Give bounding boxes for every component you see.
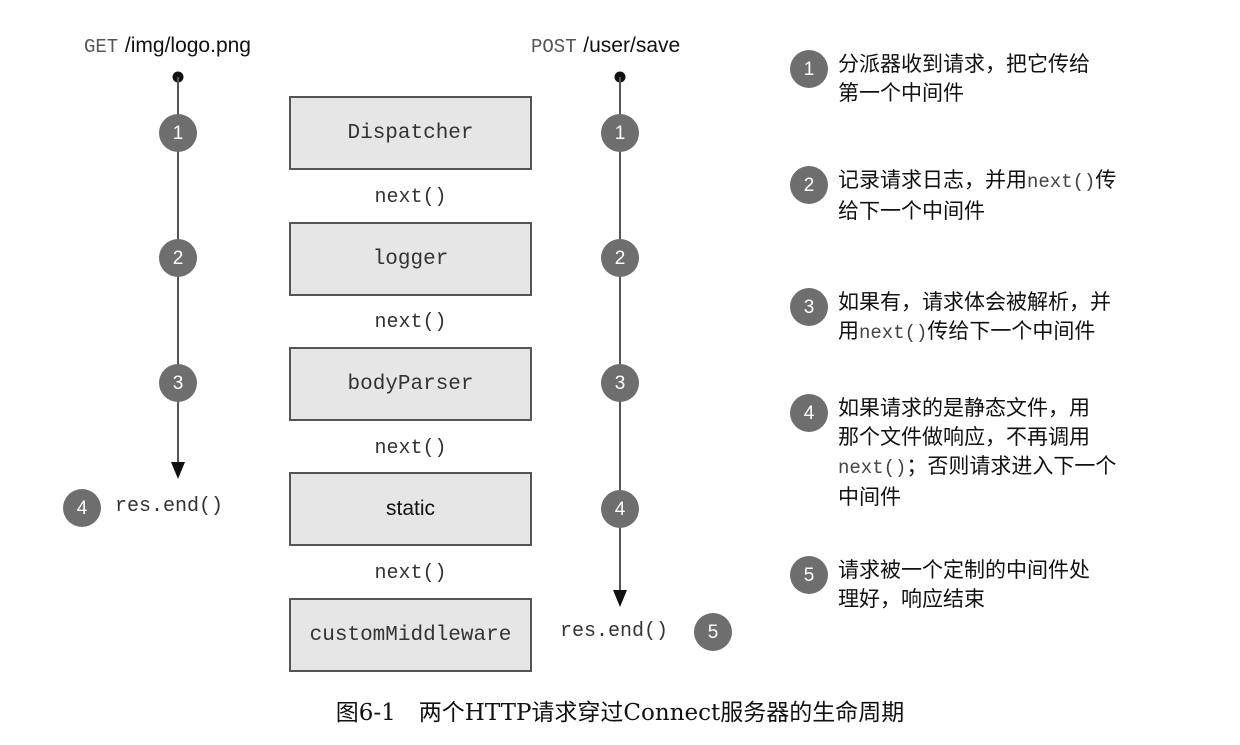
explanation-3-line-2: 用next()传给下一个中间件 [838,317,1210,348]
post-method: POST [531,36,577,58]
get-step-badge-3: 3 [159,364,197,402]
next-call-4: next() [374,562,447,585]
explanation-badge-2: 2 [790,166,828,204]
explanation-4-text-b: ；否则请求进入下一个 [906,454,1117,478]
middleware-bodyparser: bodyParser [289,347,532,421]
explanation-text-2: 记录请求日志，并用next()传 给下一个中间件 [838,166,1210,226]
explanation-badge-1: 1 [790,50,828,88]
explanation-1-line-2: 第一个中间件 [838,81,964,105]
figure-caption: 图6-1 两个HTTP请求穿过Connect服务器的生命周期 [335,700,905,726]
explanation-2-line-2: 给下一个中间件 [838,199,985,223]
explanation-2-text-a: 记录请求日志，并用 [838,168,1027,192]
get-end-badge: 4 [63,489,101,527]
next-call-2: next() [374,311,447,334]
explanation-4-line-1: 如果请求的是静态文件，用 [838,396,1090,420]
explanation-5-line-1: 请求被一个定制的中间件处 [838,558,1090,582]
post-arrowhead [613,590,627,607]
post-path: /user/save [583,34,681,57]
middleware-custom: customMiddleware [289,598,532,672]
get-step-badge-2: 2 [159,239,197,277]
explanation-4-line-2: 那个文件做响应，不再调用 [838,425,1090,449]
explanation-text-1: 分派器收到请求，把它传给 第一个中间件 [838,50,1210,108]
explanation-1-line-1: 分派器收到请求，把它传给 [838,52,1090,76]
next-call-1: next() [374,186,447,209]
post-step-badge-3: 3 [601,364,639,402]
explanation-2-code: next() [1027,171,1096,193]
explanation-text-4: 如果请求的是静态文件，用 那个文件做响应，不再调用 next()；否则请求进入下… [838,394,1210,512]
post-step-badge-2: 2 [601,239,639,277]
explanation-4-code: next() [838,457,907,479]
explanation-text-3: 如果有，请求体会被解析，并 用next()传给下一个中间件 [838,288,1210,348]
post-request-label: POST /user/save [531,35,680,57]
post-res-end: res.end() [560,620,669,643]
explanation-2-line-1: 记录请求日志，并用next()传 [838,166,1210,197]
middleware-static: static [289,472,532,546]
explanation-text-5: 请求被一个定制的中间件处 理好，响应结束 [838,556,1210,614]
get-step-badge-1: 1 [159,114,197,152]
explanation-3-code: next() [859,322,928,344]
get-request-label: GET /img/logo.png [84,35,251,57]
explanation-2-text-b: 传 [1095,168,1117,192]
middleware-dispatcher: Dispatcher [289,96,532,170]
middleware-logger: logger [289,222,532,296]
explanation-badge-5: 5 [790,556,828,594]
explanation-4-line-4: 中间件 [838,485,901,509]
explanation-5-line-2: 理好，响应结束 [838,587,985,611]
next-call-3: next() [374,437,447,460]
get-arrowhead [171,462,185,479]
get-path: /img/logo.png [124,34,251,57]
get-method: GET [84,36,119,58]
explanation-3-text-b: 传给下一个中间件 [927,319,1096,343]
explanation-badge-4: 4 [790,394,828,432]
post-step-badge-4: 4 [601,490,639,528]
explanation-3-line-1: 如果有，请求体会被解析，并 [838,290,1111,314]
get-res-end: res.end() [115,495,224,518]
post-end-badge: 5 [694,613,732,651]
explanation-4-line-3: next()；否则请求进入下一个 [838,452,1210,483]
explanation-3-text-a: 用 [838,319,859,343]
explanation-badge-3: 3 [790,288,828,326]
post-step-badge-1: 1 [601,114,639,152]
